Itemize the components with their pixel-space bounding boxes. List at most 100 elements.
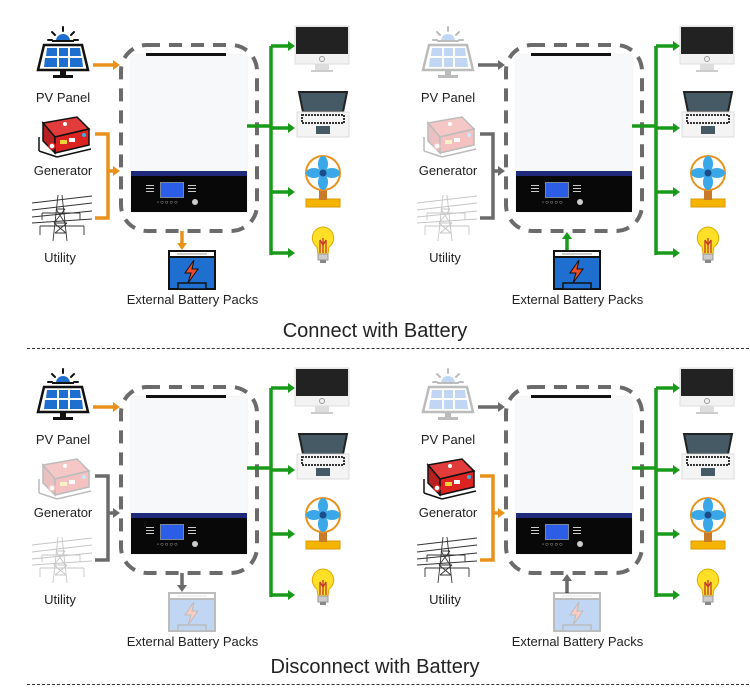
inverter-control-panel: ◦○○○○ [131, 176, 247, 212]
lightbulb-icon [696, 568, 720, 605]
indicator-leds-icon [146, 185, 154, 193]
solar-panel-icon [421, 368, 475, 420]
section-title-connect: Connect with Battery [282, 320, 468, 342]
inverter-top-bracket [146, 53, 226, 56]
battery-label: External Battery Packs [126, 634, 259, 649]
lightbulb-icon [311, 568, 335, 605]
lcd-display-icon [545, 182, 569, 198]
lcd-display-icon [160, 524, 184, 540]
fan-icon [305, 497, 341, 550]
utility-label: Utility [44, 592, 76, 607]
inverter-band [131, 171, 247, 176]
monitor-icon [294, 367, 350, 414]
generator-label: Generator [33, 163, 93, 178]
laptop-icon [681, 91, 735, 138]
generator-icon [423, 116, 477, 158]
inverter-device: ◦○○○○ [131, 53, 247, 212]
inverter-band [131, 513, 247, 518]
inverter-band [516, 171, 632, 176]
laptop-icon [296, 91, 350, 138]
lcd-display-icon [160, 182, 184, 198]
output-bus [632, 41, 680, 258]
control-buttons-icon: ◦○○○○ [157, 200, 179, 206]
inverter-top-bracket [531, 395, 611, 398]
lightbulb-icon [311, 226, 335, 263]
battery-pack-icon [168, 250, 216, 290]
solar-panel-icon [36, 26, 90, 78]
indicator-leds-icon [573, 185, 581, 193]
battery-label: External Battery Packs [511, 292, 644, 307]
system-boundary [504, 385, 644, 575]
power-tower-icon [416, 536, 478, 584]
inverter-device: ◦○○○○ [516, 53, 632, 212]
input-connectors [478, 60, 505, 220]
inverter-control-panel: ◦○○○○ [131, 518, 247, 554]
pv-panel-label: PV Panel [420, 432, 476, 447]
inverter-band [516, 513, 632, 518]
inverter-device: ◦○○○○ [516, 395, 632, 554]
power-tower-icon [31, 536, 93, 584]
pv-panel-label: PV Panel [35, 432, 91, 447]
solar-panel-icon [36, 368, 90, 420]
generator-icon [38, 458, 92, 500]
pv-panel-label: PV Panel [35, 90, 91, 105]
control-buttons-icon: ◦○○○○ [542, 542, 564, 548]
flow-panel-disconnect-pv: PV Panel Generator Utility [0, 342, 375, 662]
indicator-leds-icon [146, 527, 154, 535]
monitor-icon [679, 25, 735, 72]
inverter-device: ◦○○○○ [131, 395, 247, 554]
generator-label: Generator [418, 163, 478, 178]
power-tower-icon [416, 194, 478, 242]
power-knob-icon [192, 541, 198, 547]
inverter-control-panel: ◦○○○○ [516, 518, 632, 554]
monitor-icon [679, 367, 735, 414]
battery-connector [562, 574, 572, 593]
generator-icon [423, 458, 477, 500]
generator-label: Generator [418, 505, 478, 520]
generator-label: Generator [33, 505, 93, 520]
solar-panel-icon [421, 26, 475, 78]
indicator-leds-icon [188, 527, 196, 535]
battery-pack-icon [553, 250, 601, 290]
output-bus [247, 383, 295, 600]
battery-label: External Battery Packs [511, 634, 644, 649]
battery-connector [177, 231, 187, 250]
fan-icon [690, 497, 726, 550]
control-buttons-icon: ◦○○○○ [542, 200, 564, 206]
system-boundary [119, 43, 259, 233]
power-knob-icon [577, 541, 583, 547]
utility-label: Utility [429, 592, 461, 607]
control-buttons-icon: ◦○○○○ [157, 542, 179, 548]
battery-connector [562, 232, 572, 251]
pv-panel-label: PV Panel [420, 90, 476, 105]
indicator-leds-icon [531, 527, 539, 535]
system-boundary [119, 385, 259, 575]
battery-pack-icon [168, 592, 216, 632]
monitor-icon [294, 25, 350, 72]
laptop-icon [296, 433, 350, 480]
indicator-leds-icon [188, 185, 196, 193]
power-tower-icon [31, 194, 93, 242]
output-bus [247, 41, 295, 258]
section-title-disconnect: Disconnect with Battery [270, 656, 480, 678]
flow-panel-connect-discharging: PV Panel Generator Utility [385, 0, 750, 320]
battery-pack-icon [553, 592, 601, 632]
fan-icon [690, 155, 726, 208]
power-knob-icon [577, 199, 583, 205]
lcd-display-icon [545, 524, 569, 540]
input-connectors [93, 402, 120, 562]
utility-label: Utility [44, 250, 76, 265]
flow-panel-connect-charging: PV Panel Generator Utility [0, 0, 375, 320]
generator-icon [38, 116, 92, 158]
indicator-leds-icon [573, 527, 581, 535]
inverter-top-bracket [531, 53, 611, 56]
utility-label: Utility [429, 250, 461, 265]
inverter-top-bracket [146, 395, 226, 398]
system-boundary [504, 43, 644, 233]
indicator-leds-icon [531, 185, 539, 193]
laptop-icon [681, 433, 735, 480]
flow-panel-disconnect-grid: PV Panel Generator Utility [385, 342, 750, 662]
section-divider [27, 684, 749, 685]
battery-label: External Battery Packs [126, 292, 259, 307]
input-connectors [478, 402, 505, 562]
